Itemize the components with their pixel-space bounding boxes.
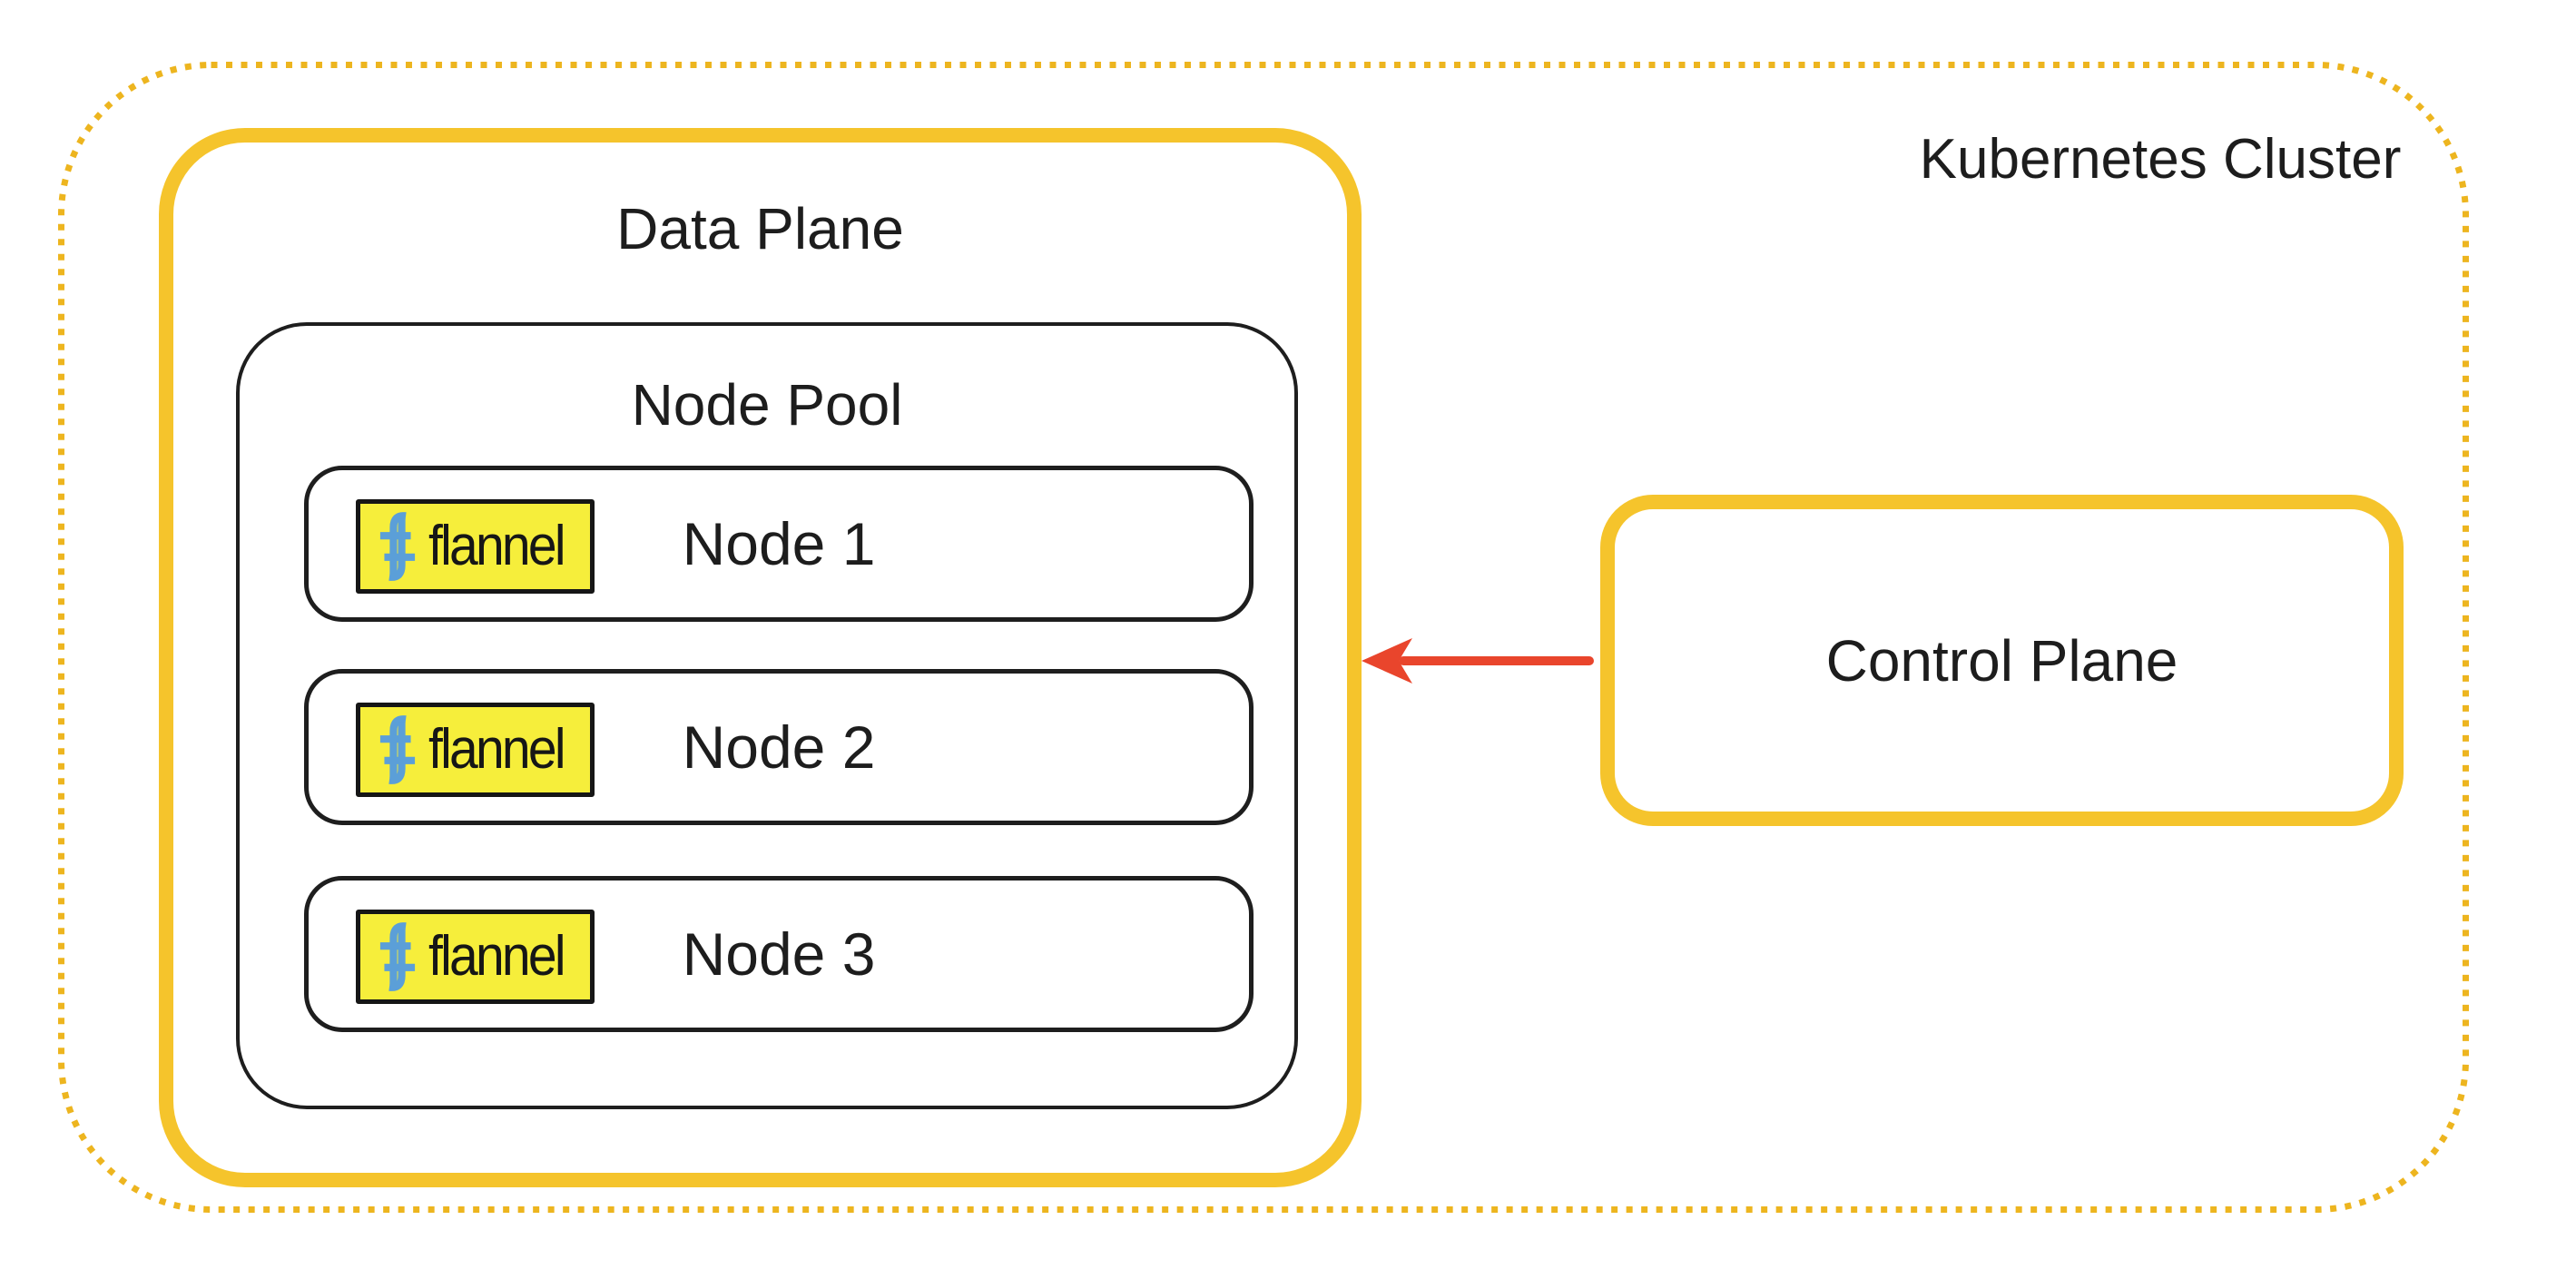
flannel-badge-label: flannel <box>428 515 566 577</box>
flannel-badge: flannel <box>356 703 595 797</box>
flannel-badge: flannel <box>356 910 595 1004</box>
data-plane-title: Data Plane <box>616 196 904 261</box>
flannel-badge-label: flannel <box>428 718 566 781</box>
flannel-logo-icon <box>379 715 415 784</box>
flannel-badge-label: flannel <box>428 925 566 988</box>
cluster-title: Kubernetes Cluster <box>1919 128 2402 191</box>
control-plane-box: Control Plane <box>1600 495 2404 826</box>
node-label: Node 2 <box>682 713 876 781</box>
control-plane-title: Control Plane <box>1825 627 2178 694</box>
flannel-logo-icon <box>379 922 415 991</box>
node-box-3: flannel Node 3 <box>304 876 1254 1032</box>
flannel-badge: flannel <box>356 499 595 594</box>
control-to-data-arrow-line <box>1399 656 1594 665</box>
node-box-1: flannel Node 1 <box>304 466 1254 622</box>
node-label: Node 1 <box>682 510 876 577</box>
arrow-head-left-icon <box>1362 638 1412 684</box>
node-pool-title: Node Pool <box>631 372 903 438</box>
node-label: Node 3 <box>682 920 876 988</box>
flannel-logo-icon <box>379 512 415 581</box>
node-box-2: flannel Node 2 <box>304 669 1254 825</box>
